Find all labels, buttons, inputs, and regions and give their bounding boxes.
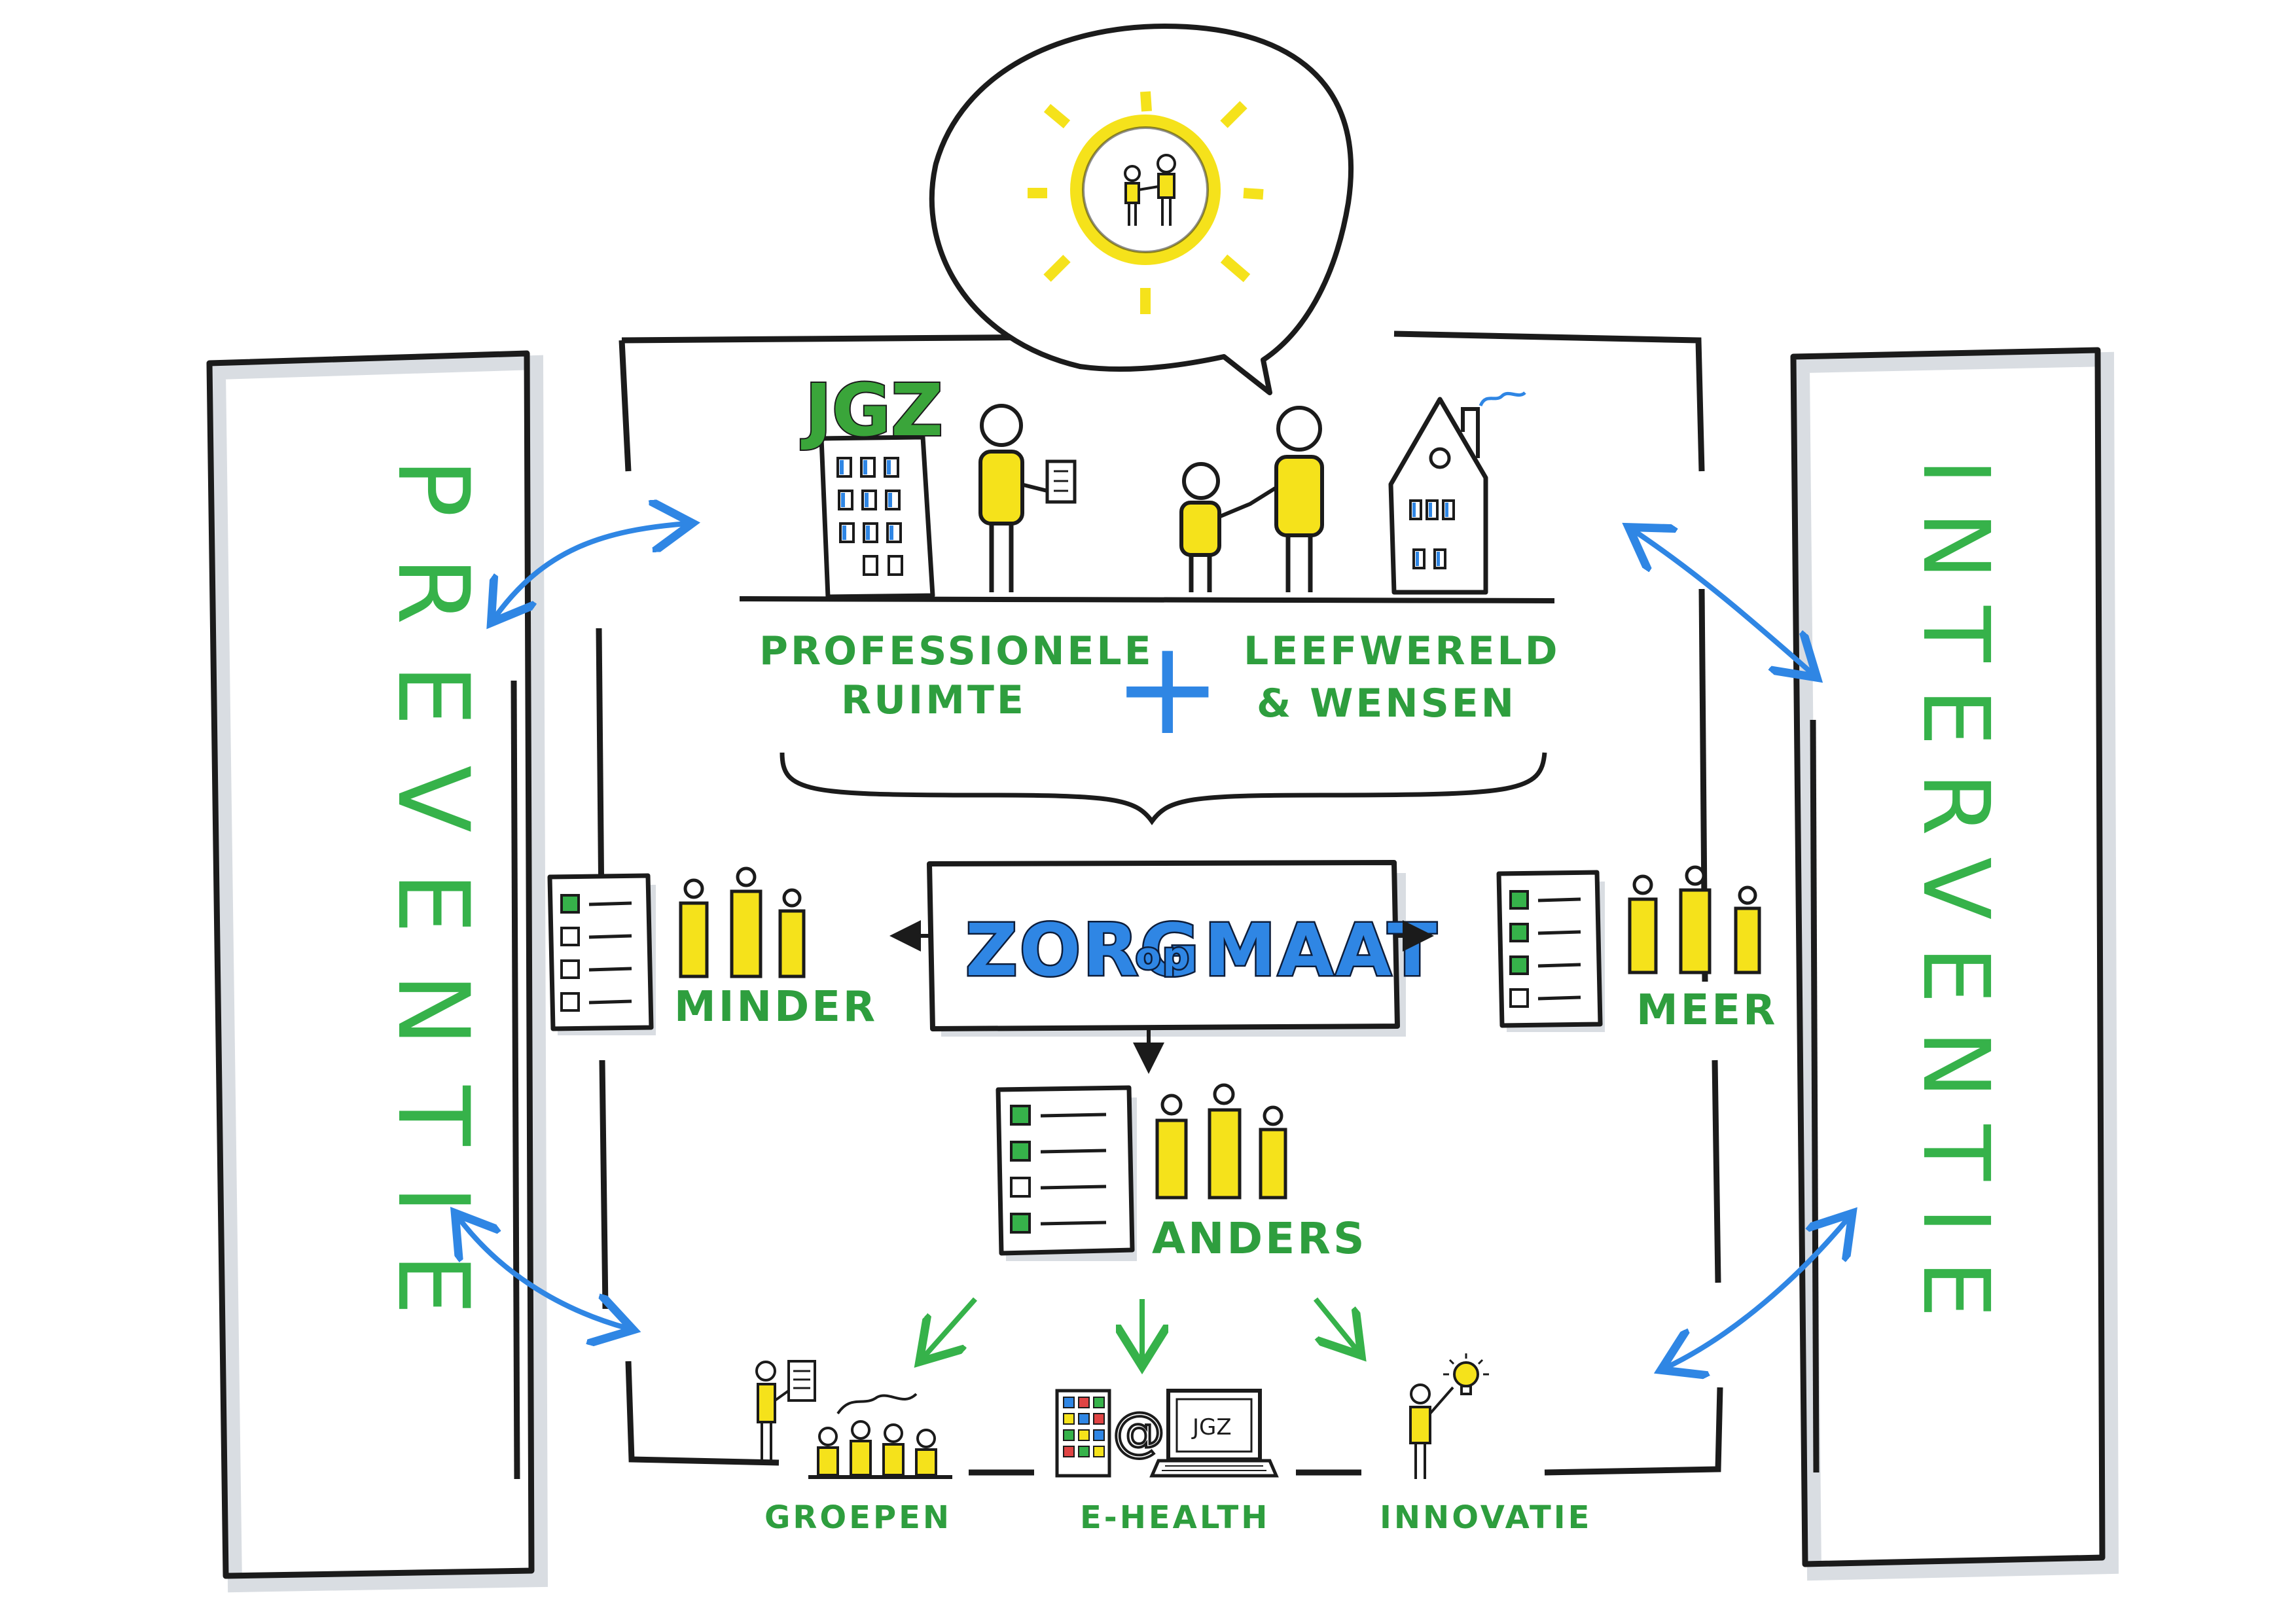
curly-brace (780, 752, 1547, 826)
maat-text: MAAT (1204, 908, 1439, 992)
tablet-icon (1055, 1389, 1111, 1478)
arrow-interventie-bottom (1666, 1217, 1849, 1368)
groepen-label: GROEPEN (764, 1499, 952, 1536)
zorg-text: ZORG (965, 908, 1201, 992)
jgz-sign: JGZ (800, 368, 943, 452)
minder-group: MINDER (547, 866, 878, 1035)
op-text: op (1136, 935, 1191, 978)
meer-group: MEER (1496, 865, 1778, 1035)
child-person-icon (1179, 462, 1221, 592)
people-bars-icon (679, 866, 806, 978)
preventie-column: PREVENTIE (206, 350, 548, 1593)
leefwereld-label: LEEFWERELD (1244, 628, 1560, 674)
green-arrows (923, 1297, 1358, 1361)
wensen-label: & WENSEN (1257, 681, 1516, 726)
anders-group: ANDERS (996, 1083, 1367, 1264)
groepen-group: GROEPEN (755, 1360, 952, 1536)
interventie-column: INTERVENTIE (1790, 347, 2119, 1581)
anders-label: ANDERS (1152, 1213, 1367, 1264)
preventie-label: PREVENTIE (376, 458, 490, 1355)
people-bars-icon (1628, 865, 1761, 974)
checklist-icon (547, 873, 656, 1035)
meer-label: MEER (1636, 986, 1778, 1035)
innovatie-label: INNOVATIE (1380, 1499, 1592, 1536)
blue-arrows (458, 524, 1849, 1368)
handshake-icon (1124, 154, 1176, 226)
minder-label: MINDER (674, 983, 878, 1031)
arrow-interventie-top (1633, 530, 1813, 674)
interventie-label: INTERVENTIE (1902, 458, 2009, 1344)
arrow-preventie-top (494, 524, 687, 618)
checklist-icon (996, 1085, 1137, 1261)
laptop-screen-text: JGZ (1191, 1414, 1232, 1440)
scene-labels: PROFESSIONELE RUIMTE + LEEFWERELD & WENS… (759, 612, 1560, 826)
sun-icon (1028, 91, 1264, 314)
group-presentation-icon (755, 1360, 952, 1479)
ruimte-label: RUIMTE (841, 677, 1026, 723)
zorg-op-maat-box: ZORG op MAAT (889, 860, 1439, 1074)
parent-person-icon (1217, 406, 1324, 592)
at-sign-icon: @ (1113, 1401, 1165, 1462)
plus-sign: + (1113, 612, 1223, 764)
arrow-to-groepen (923, 1297, 977, 1358)
arrow-to-innovatie (1313, 1297, 1358, 1351)
person-lightbulb-icon (1409, 1353, 1489, 1479)
laptop-icon: JGZ (1149, 1389, 1279, 1478)
arrow-preventie-bottom (458, 1217, 628, 1329)
top-scene: JGZ (739, 367, 1555, 603)
jgz-building-icon: JGZ (799, 367, 944, 599)
ehealth-group: @ JGZ E-HEALTH (1055, 1389, 1279, 1536)
professional-person-icon (978, 404, 1077, 592)
ehealth-label: E-HEALTH (1080, 1499, 1270, 1536)
checklist-icon (1496, 870, 1605, 1032)
professionele-label: PROFESSIONELE (759, 628, 1154, 674)
house-icon (1388, 391, 1526, 595)
innovatie-group: INNOVATIE (1380, 1353, 1592, 1536)
people-bars-icon (1155, 1083, 1287, 1200)
